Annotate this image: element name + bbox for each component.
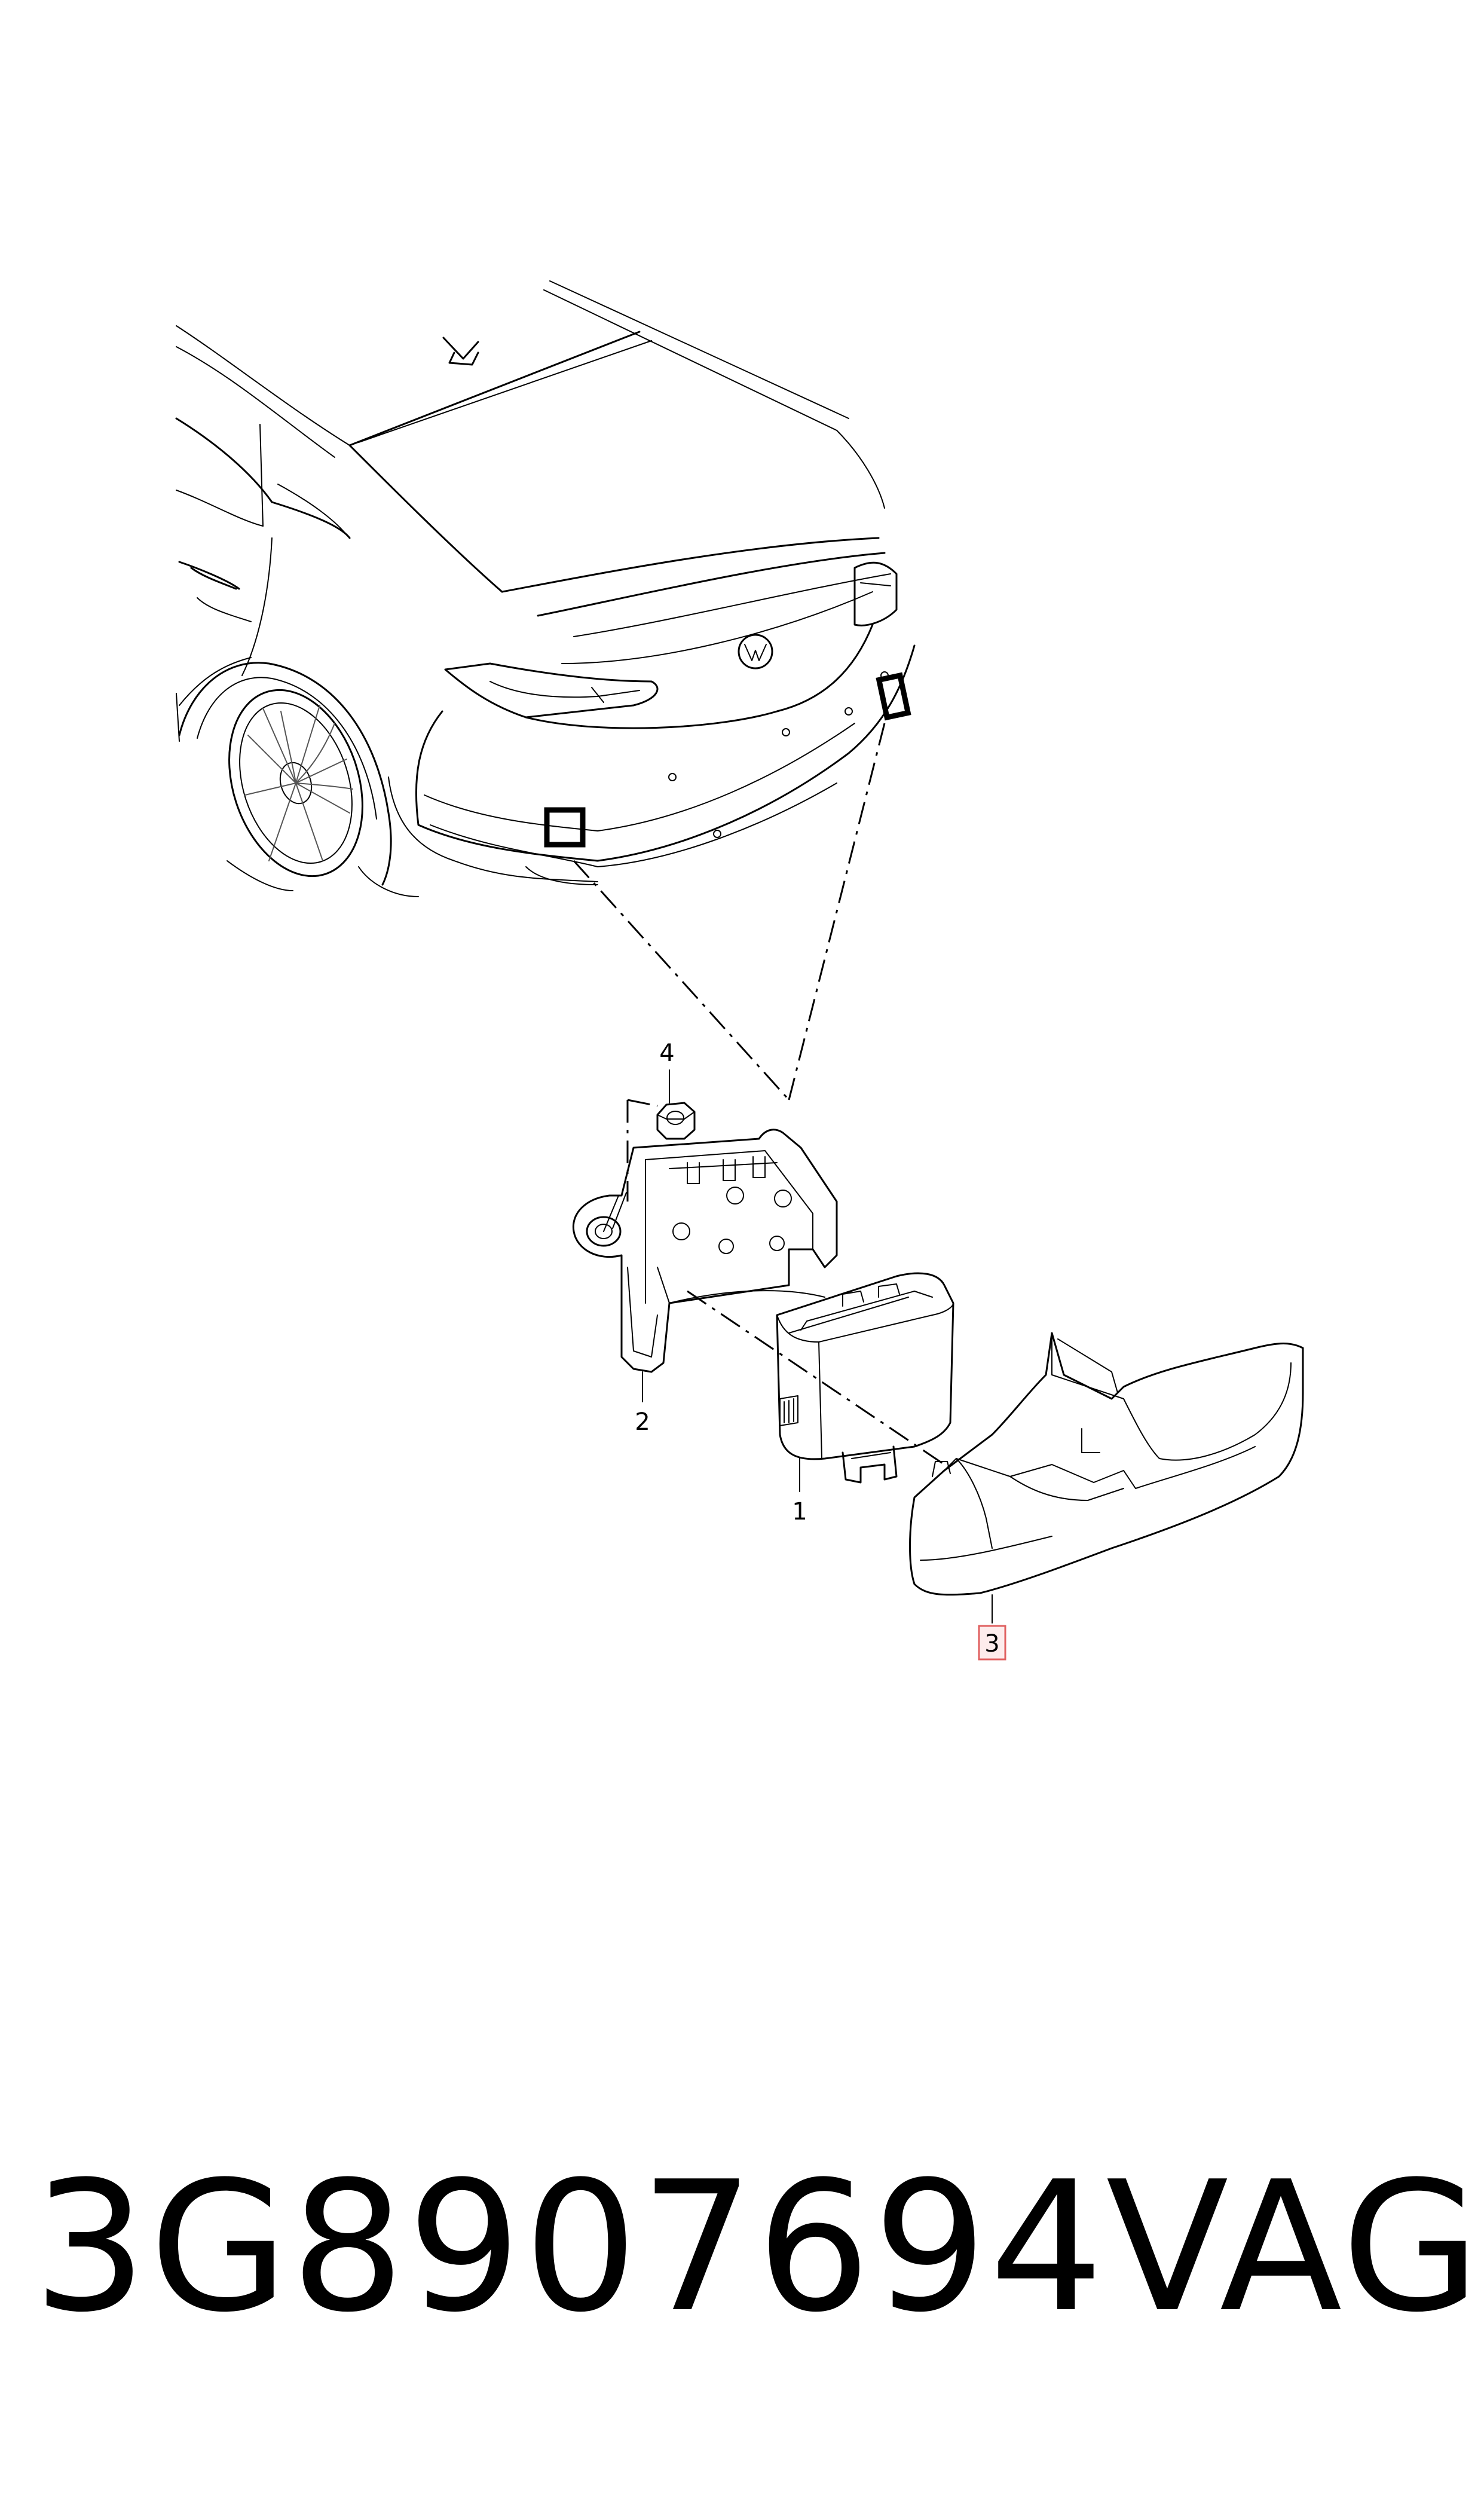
part-caption: 3G8907694 VAG bbox=[33, 2143, 1480, 2352]
svg-text:4: 4 bbox=[659, 1040, 674, 1067]
callout-1[interactable]: 1 bbox=[792, 1458, 807, 1526]
bracket-part bbox=[572, 1129, 838, 1373]
leader-line-assembly bbox=[687, 1290, 945, 1466]
svg-text:3: 3 bbox=[984, 1630, 999, 1658]
callout-4[interactable]: 4 bbox=[659, 1040, 675, 1103]
part-number-text: 3G8907694 bbox=[33, 2143, 1106, 2352]
callout-3[interactable]: 3 bbox=[978, 1594, 1006, 1661]
callout-2[interactable]: 2 bbox=[635, 1371, 650, 1436]
leader-line-right bbox=[788, 723, 886, 1100]
nut-part bbox=[656, 1102, 696, 1140]
sensor-housing-part bbox=[909, 1332, 1304, 1596]
car-rear-illustration bbox=[175, 280, 916, 897]
sensor-location-marker-left bbox=[544, 807, 586, 848]
sensor-location-marker-right bbox=[876, 672, 911, 721]
rear-wheel bbox=[228, 689, 363, 878]
svg-text:2: 2 bbox=[635, 1408, 650, 1436]
callout-3-highlight-box bbox=[978, 1625, 1006, 1661]
leader-line-left bbox=[573, 860, 790, 1101]
svg-text:1: 1 bbox=[792, 1498, 807, 1526]
control-module-part bbox=[776, 1272, 954, 1484]
brand-text: VAG bbox=[1106, 2143, 1483, 2352]
